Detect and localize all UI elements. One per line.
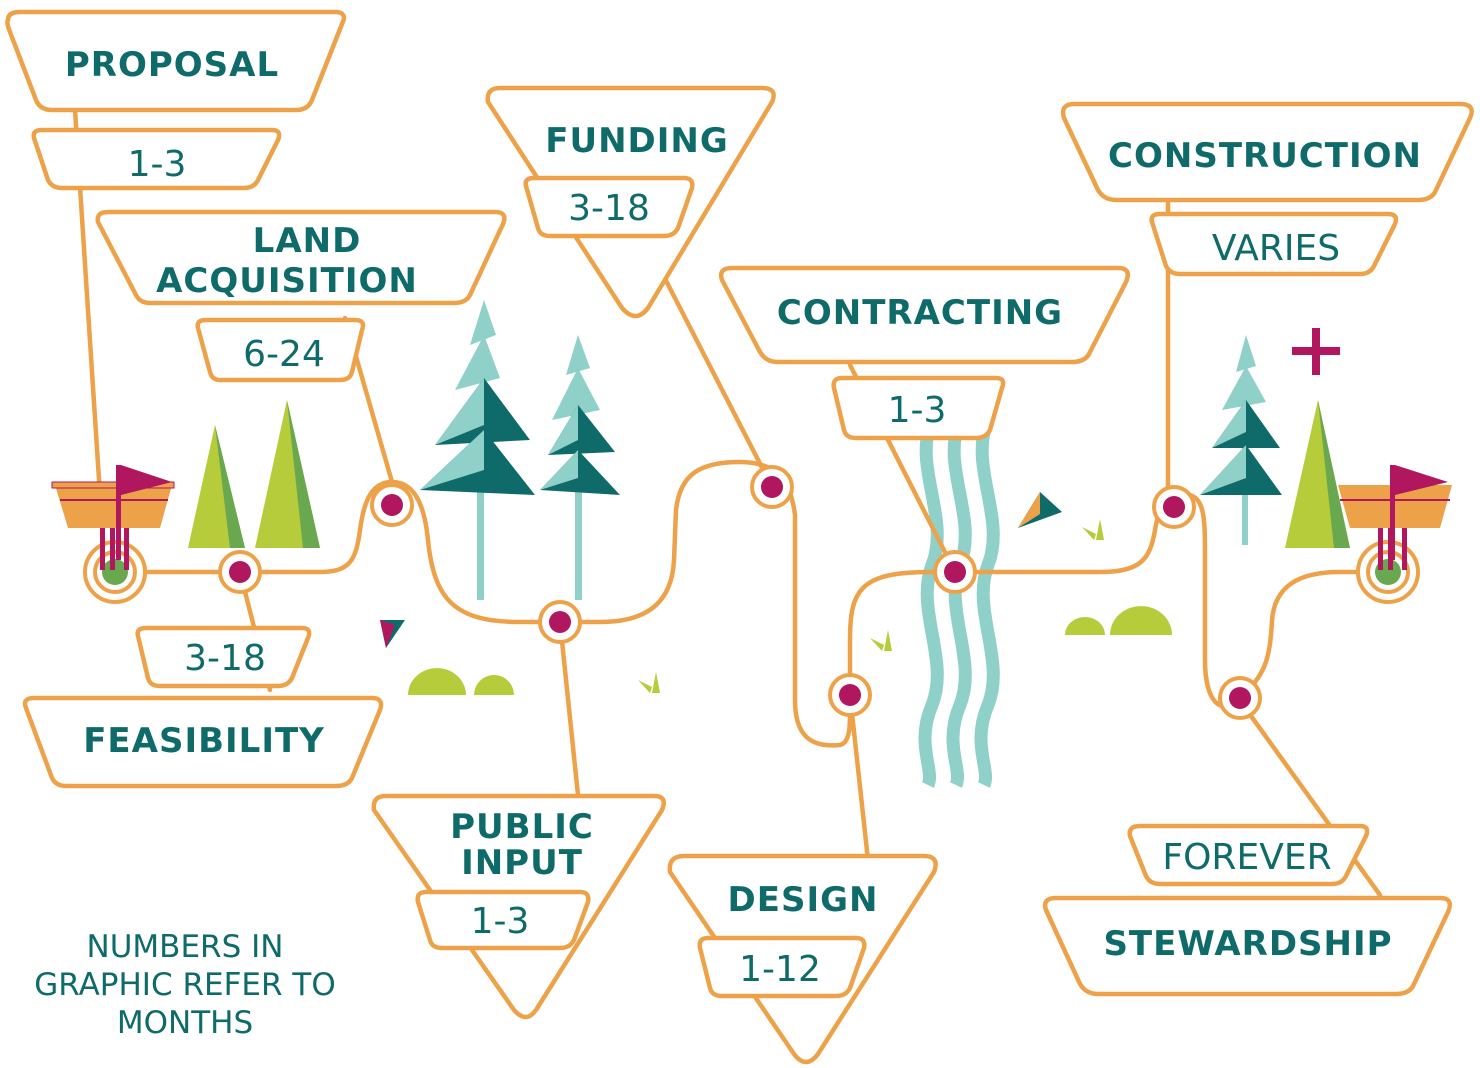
node-construction	[1152, 485, 1196, 529]
lime-tree-icon	[1285, 400, 1350, 548]
node-public-input	[538, 600, 582, 644]
duration-box	[415, 889, 591, 951]
grass-icon	[870, 630, 902, 651]
waterfall-icon	[918, 422, 1000, 788]
bench-flag-icon	[1338, 465, 1452, 570]
stage-title-line2: ACQUISITION	[156, 261, 418, 301]
stage-duration: 1-12	[739, 949, 821, 990]
stage-duration: 3-18	[184, 638, 266, 679]
stage-title: DESIGN	[728, 880, 879, 920]
stage-title: PROPOSAL	[65, 45, 279, 85]
stage-duration: 1-3	[471, 901, 530, 942]
stage-title-box	[95, 209, 507, 306]
stage-title-line1: PUBLIC	[450, 807, 594, 847]
stage-design: DESIGN 1-12	[667, 853, 938, 1065]
node-stewardship	[1218, 676, 1262, 720]
node-feasibility	[218, 550, 262, 594]
grass-icon	[1082, 519, 1114, 540]
stage-title-box	[5, 9, 347, 113]
stage-title: FUNDING	[545, 121, 729, 161]
triangle-flag-icon	[1018, 492, 1062, 528]
triangle-flag-icon	[380, 620, 405, 648]
duration-box	[195, 317, 366, 383]
lime-tree-icon	[188, 425, 245, 548]
stage-land-acquisition: LAND ACQUISITION 6-24	[95, 209, 507, 383]
pine-tree-icon	[1200, 335, 1282, 545]
duration-box	[831, 375, 1006, 441]
bush-icon	[1065, 606, 1172, 635]
pine-tree-icon	[540, 335, 620, 600]
duration-box	[1149, 211, 1399, 277]
stage-proposal: PROPOSAL 1-3	[5, 9, 347, 191]
note-line2: GRAPHIC REFER TO	[34, 967, 335, 1003]
stage-duration: 3-18	[568, 188, 650, 229]
pine-tree-icon	[420, 300, 535, 600]
stage-title-line1: LAND	[253, 221, 362, 261]
lime-tree-icon	[255, 400, 320, 548]
stage-title-box	[718, 265, 1130, 365]
bush-icon	[408, 668, 514, 695]
note-line1: NUMBERS IN	[87, 929, 284, 965]
duration-box	[1127, 823, 1370, 887]
note-line3: MONTHS	[117, 1005, 253, 1041]
stage-duration: FOREVER	[1162, 837, 1331, 878]
duration-box	[523, 175, 695, 239]
stage-duration: VARIES	[1212, 228, 1340, 269]
duration-box	[697, 935, 867, 999]
plus-icon	[1292, 328, 1340, 375]
stage-construction: CONSTRUCTION VARIES	[1060, 101, 1474, 277]
stage-stewardship: FOREVER STEWARDSHIP	[1042, 823, 1452, 997]
stage-title-box	[1060, 101, 1474, 203]
grass-icon	[638, 672, 670, 693]
stage-title: STEWARDSHIP	[1103, 924, 1392, 964]
stage-title: CONSTRUCTION	[1108, 136, 1422, 176]
stage-title: CONTRACTING	[777, 293, 1063, 333]
stage-title: FEASIBILITY	[83, 721, 325, 761]
months-note: NUMBERS IN GRAPHIC REFER TO MONTHS	[34, 929, 335, 1041]
stage-title-box	[1042, 895, 1452, 997]
stage-feasibility: 3-18 FEASIBILITY	[22, 625, 384, 789]
duration-box	[135, 625, 312, 689]
stage-public-input: PUBLIC INPUT 1-3	[371, 793, 666, 1020]
stage-duration: 1-3	[128, 144, 187, 185]
duration-box	[31, 127, 282, 191]
stage-title-line2: INPUT	[461, 843, 583, 883]
node-contracting	[933, 550, 977, 594]
node-land-acquisition	[370, 483, 414, 527]
stage-contracting: CONTRACTING 1-3	[718, 265, 1130, 441]
stage-duration: 1-3	[888, 390, 947, 431]
scenery	[188, 300, 1350, 788]
stage-duration: 6-24	[243, 334, 325, 375]
node-design	[828, 673, 872, 717]
stage-title-box	[22, 695, 384, 789]
stage-funding: FUNDING 3-18	[485, 85, 776, 319]
bench-flag-icon	[51, 465, 175, 570]
node-funding	[750, 465, 794, 509]
